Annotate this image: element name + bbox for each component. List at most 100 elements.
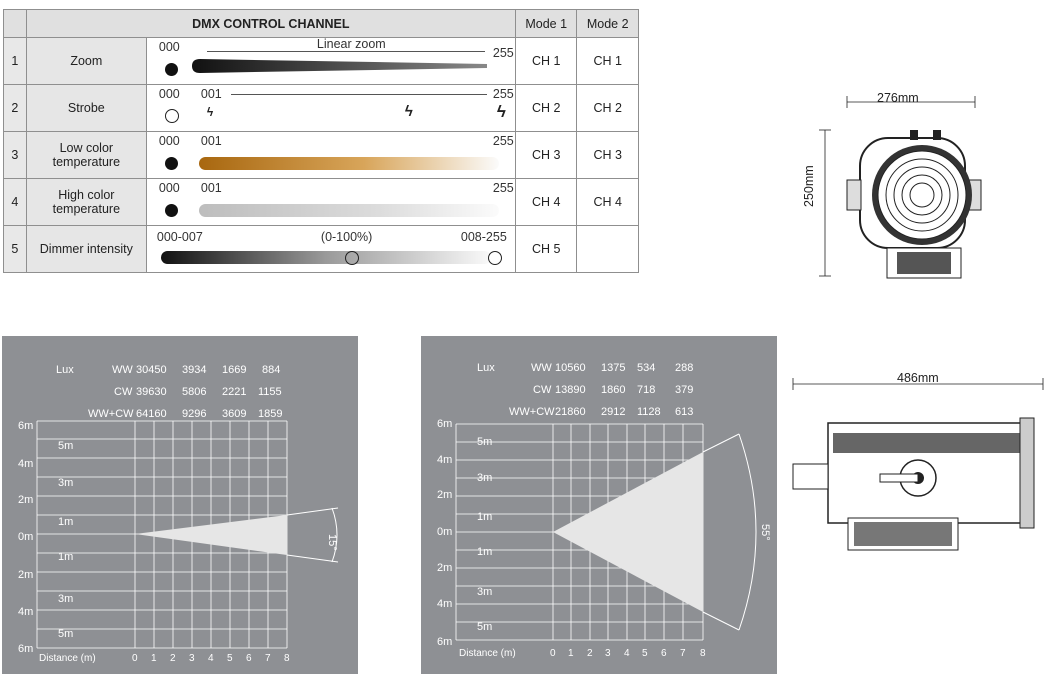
channel-name: Low color temperature	[25, 131, 147, 179]
y-tick: 2m	[18, 494, 34, 506]
channel-name: Zoom	[25, 37, 147, 85]
mode1-value: CH 4	[514, 178, 578, 226]
y-half-tick: 3m	[58, 593, 74, 605]
front-width-label: 276mm	[877, 91, 919, 105]
range-line	[230, 94, 487, 95]
ww-val: 1375	[601, 362, 626, 374]
range-mid: 001	[200, 134, 222, 148]
ww-label: WW	[112, 364, 133, 376]
mid-circle-icon	[344, 251, 359, 265]
range-line	[206, 51, 485, 52]
y-half-tick: 5m	[58, 440, 74, 452]
y-half-tick: 3m	[477, 586, 493, 598]
beam-15-svg	[36, 420, 339, 649]
wwcw-val: 64160	[136, 408, 167, 420]
wwcw-label: WW+CW	[509, 406, 555, 418]
cool-gradient-bar	[198, 204, 499, 217]
wwcw-val: 3609	[222, 408, 247, 420]
y-tick: 4m	[18, 458, 34, 470]
beam-angle-label: 15°	[326, 534, 338, 551]
strobe-mid-icon: ϟ	[404, 103, 413, 120]
x-axis-label: Distance (m)	[459, 648, 516, 659]
table-title: DMX CONTROL CHANNEL	[25, 9, 516, 38]
strobe-visual: 000 001 255 ϟ ϟ ϟ	[145, 84, 516, 132]
row-number: 4	[3, 178, 27, 226]
low-ct-visual: 000 001 255	[145, 131, 516, 179]
y-half-tick: 1m	[477, 511, 493, 523]
mode1-value: CH 3	[514, 131, 578, 179]
wwcw-val: 1859	[258, 408, 283, 420]
mode1-value: CH 5	[514, 225, 578, 273]
cw-val: 1155	[258, 386, 282, 398]
ww-val: 1669	[222, 364, 247, 376]
x-tick: 4	[624, 648, 630, 659]
header-blank	[3, 9, 27, 38]
cw-label: CW	[114, 386, 133, 398]
zoom-dot-icon	[164, 63, 178, 76]
y-half-tick: 5m	[477, 436, 493, 448]
x-tick: 0	[132, 653, 138, 664]
y-half-tick: 1m	[477, 546, 493, 558]
row-number: 5	[3, 225, 27, 273]
ww-val: 288	[675, 362, 694, 374]
range-mid: (0-100%)	[320, 230, 373, 244]
mode2-value	[576, 225, 639, 273]
dmx-table: DMX CONTROL CHANNEL Mode 1 Mode 2 1 Zoom…	[3, 9, 639, 273]
x-tick: 8	[284, 653, 290, 664]
row-number: 1	[3, 37, 27, 85]
off-dot-icon	[164, 204, 178, 217]
y-tick: 6m	[437, 636, 453, 648]
y-tick: 4m	[18, 606, 34, 618]
side-view-drawing	[792, 378, 1044, 551]
wwcw-val: 2912	[601, 406, 626, 418]
y-tick: 0m	[18, 531, 34, 543]
x-tick: 5	[642, 648, 648, 659]
full-circle-icon	[487, 251, 502, 265]
mode1-header: Mode 1	[514, 9, 578, 38]
front-view-drawing	[819, 96, 982, 279]
range-start: 000	[158, 40, 180, 54]
channel-name: Strobe	[25, 84, 147, 132]
cw-val: 2221	[222, 386, 247, 398]
cw-val: 39630	[136, 386, 167, 398]
range-end: 255	[492, 134, 514, 148]
x-tick: 7	[265, 653, 271, 664]
lux-label: Lux	[477, 362, 495, 374]
y-tick: 2m	[18, 569, 34, 581]
strobe-slow-icon: ϟ	[206, 105, 214, 119]
x-tick: 8	[700, 648, 706, 659]
beam-angle-label: 55°	[759, 524, 771, 541]
cw-val: 379	[675, 384, 694, 396]
range-end: 255	[492, 46, 514, 60]
x-tick: 7	[680, 648, 686, 659]
wwcw-val: 1128	[637, 406, 661, 418]
x-tick: 6	[661, 648, 667, 659]
y-tick: 6m	[18, 643, 34, 655]
y-half-tick: 3m	[58, 477, 74, 489]
x-tick: 1	[568, 648, 574, 659]
zoom-wedge	[191, 59, 487, 73]
range-end: 255	[492, 181, 514, 195]
channel-name: Dimmer intensity	[25, 225, 147, 273]
y-half-tick: 1m	[58, 551, 74, 563]
warm-gradient-bar	[198, 157, 499, 170]
mode2-header: Mode 2	[576, 9, 639, 38]
wwcw-val: 9296	[182, 408, 207, 420]
mode2-value: CH 3	[576, 131, 639, 179]
dimmer-visual: 000-007 (0-100%) 008-255	[145, 225, 516, 273]
beam-panel-15: Lux WW 30450 3934 1669 884 CW 39630 5806…	[2, 336, 358, 674]
zoom-visual: 000 Linear zoom 255	[145, 37, 516, 85]
wwcw-val: 21860	[555, 406, 586, 418]
high-ct-visual: 000 001 255	[145, 178, 516, 226]
range-start: 000	[158, 181, 180, 195]
ww-val: 534	[637, 362, 656, 374]
mode1-value: CH 1	[514, 37, 578, 85]
x-tick: 4	[208, 653, 214, 664]
x-tick: 3	[605, 648, 611, 659]
cw-val: 1860	[601, 384, 626, 396]
beam-panel-55: Lux WW 10560 1375 534 288 CW 13890 1860 …	[421, 336, 777, 674]
beam-15-cone	[135, 515, 287, 555]
ww-val: 884	[262, 364, 281, 376]
mode2-value: CH 4	[576, 178, 639, 226]
lux-label: Lux	[56, 364, 74, 376]
